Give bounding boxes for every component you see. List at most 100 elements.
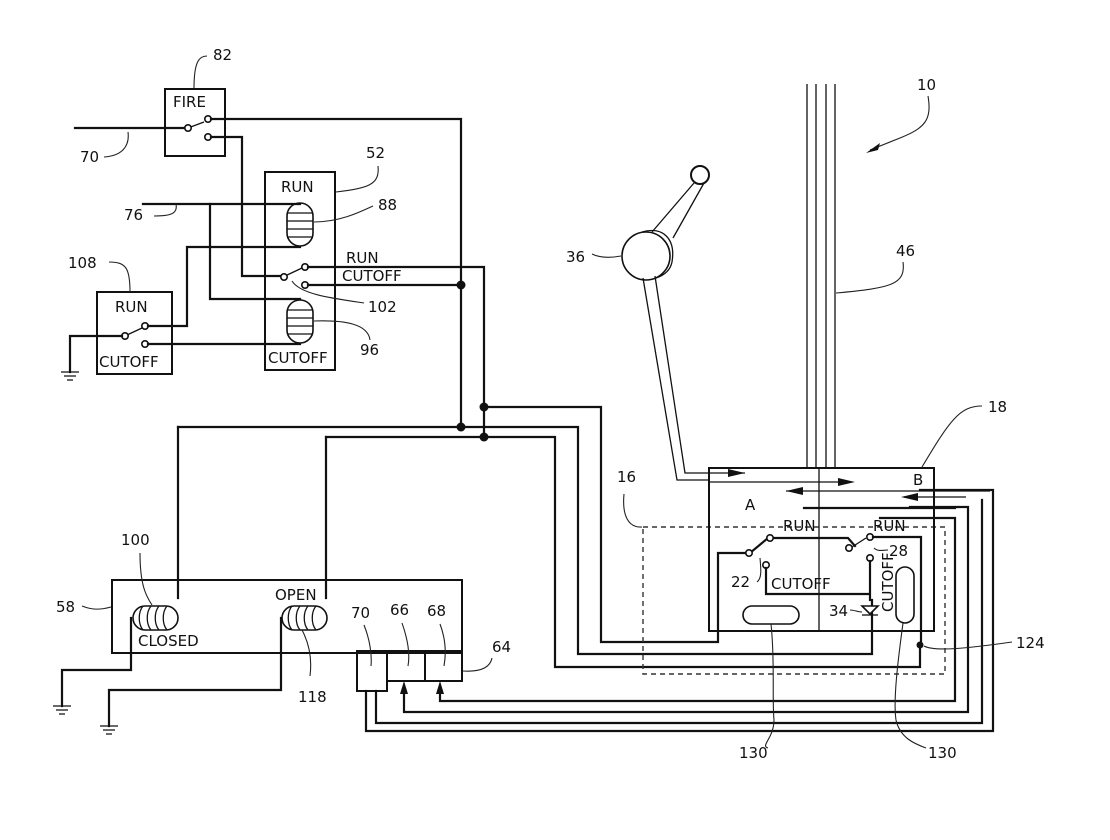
ref-108-leader bbox=[108, 261, 131, 293]
arrow-right-icon bbox=[728, 469, 745, 477]
ref-96-leader bbox=[313, 320, 371, 341]
head-run-right-label: RUN bbox=[873, 517, 906, 535]
ref-52-leader bbox=[335, 165, 379, 193]
ref-28: 28 bbox=[889, 542, 908, 560]
system-reference: 10 bbox=[866, 76, 936, 153]
run-coil-windings bbox=[287, 212, 313, 238]
wire-bus-run bbox=[482, 405, 752, 644]
ref-36: 36 bbox=[566, 248, 585, 266]
open-coil-118 bbox=[281, 605, 328, 631]
ref-34-leader bbox=[849, 609, 863, 613]
switch-cutoff-label: CUTOFF bbox=[99, 353, 159, 371]
ref-36-leader bbox=[591, 253, 622, 258]
ref-124-leader bbox=[923, 641, 1013, 650]
wire-closed-ground bbox=[60, 616, 133, 708]
ref-58: 58 bbox=[56, 598, 75, 616]
wire-108-ground bbox=[68, 334, 124, 374]
ref-terminal-70: 70 bbox=[351, 604, 370, 622]
relay-run-label: RUN bbox=[281, 178, 314, 196]
terminal-70 bbox=[356, 650, 388, 692]
arrow-left-icon bbox=[786, 487, 803, 495]
switch-28-common bbox=[844, 543, 853, 552]
wire-terminal-70-a bbox=[364, 488, 995, 733]
run-cutoff-switch-box bbox=[96, 291, 173, 375]
ref-64-leader bbox=[462, 657, 493, 672]
node-124 bbox=[916, 641, 924, 649]
switch-108-blade bbox=[126, 327, 143, 336]
ref-76-leader bbox=[153, 203, 177, 217]
ground-icon bbox=[61, 371, 79, 381]
switch-22-common bbox=[744, 548, 753, 557]
ref-130-b-leader bbox=[894, 622, 927, 749]
cable-46: 46 bbox=[806, 84, 915, 468]
fire-switch: FIRE 82 70 bbox=[73, 46, 232, 166]
diode-34 bbox=[860, 605, 880, 616]
ref-96: 96 bbox=[360, 341, 379, 359]
open-label: OPEN bbox=[275, 586, 317, 604]
relay-switch-blade bbox=[284, 267, 303, 277]
head-cutoff-vertical-label: CUTOFF bbox=[879, 552, 897, 612]
closed-coil-windings bbox=[138, 605, 168, 631]
ref-18-leader bbox=[921, 405, 983, 468]
cutoff-coil-windings bbox=[287, 309, 313, 335]
ref-68: 68 bbox=[427, 602, 446, 620]
control-lever: 36 bbox=[566, 165, 745, 481]
ref-102-leader bbox=[291, 280, 365, 304]
ref-58-leader bbox=[81, 605, 112, 610]
wire-fire-lower bbox=[209, 135, 284, 278]
switch-22-run-line bbox=[748, 536, 857, 555]
relay-box bbox=[264, 171, 336, 371]
ref-34: 34 bbox=[829, 602, 848, 620]
diode-icon bbox=[860, 605, 880, 616]
magnet-130-horizontal bbox=[742, 605, 800, 625]
ref-46-leader bbox=[835, 261, 904, 294]
cutoff-coil-96 bbox=[286, 299, 314, 344]
ref-118: 118 bbox=[298, 688, 327, 706]
terminal-66 bbox=[386, 650, 426, 682]
ref-66: 66 bbox=[390, 601, 409, 619]
ref-22: 22 bbox=[731, 573, 750, 591]
ref-100-leader bbox=[139, 552, 153, 606]
lever-cable-outer bbox=[642, 277, 709, 481]
switch-run-label: RUN bbox=[115, 298, 148, 316]
wire-open-ground bbox=[107, 616, 283, 728]
terminal-68-arrow-icon bbox=[436, 681, 444, 694]
ref-68-leader bbox=[439, 623, 446, 667]
terminal-block-64 bbox=[356, 650, 463, 692]
actuator: 58 CLOSED 100 OPEN 118 70 66 68 64 bbox=[56, 531, 511, 706]
control-head-box bbox=[708, 467, 935, 632]
run-coil-88 bbox=[286, 202, 314, 247]
magnet-130-vertical bbox=[895, 566, 915, 624]
closed-label: CLOSED bbox=[138, 632, 199, 650]
ref-82-leader bbox=[193, 55, 208, 89]
switch-22-cutoff-line bbox=[764, 566, 871, 596]
ref-16: 16 bbox=[617, 468, 636, 486]
ref-82: 82 bbox=[213, 46, 232, 64]
fire-label: FIRE bbox=[173, 93, 206, 111]
contacts-run-label: RUN bbox=[346, 249, 379, 267]
lever-knob bbox=[690, 165, 710, 185]
lever-handle bbox=[651, 182, 705, 239]
control-head: A B 18 RUN RUN CUTOFF 22 28 bbox=[708, 398, 1007, 647]
terminal-68 bbox=[424, 650, 463, 682]
run-coil-body bbox=[286, 202, 314, 247]
wire-relay-run bbox=[306, 265, 486, 439]
ref-130-b: 130 bbox=[928, 744, 957, 762]
switch-22-run-terminal bbox=[765, 533, 774, 542]
ref-102: 102 bbox=[368, 298, 397, 316]
head-a-label: A bbox=[745, 496, 756, 514]
head-b-label: B bbox=[913, 471, 923, 489]
ref-28-leader bbox=[873, 547, 889, 552]
ref-70-leader bbox=[103, 131, 129, 158]
wire-terminal-70-b bbox=[374, 498, 984, 725]
ref-22-leader bbox=[756, 557, 762, 583]
ref-52: 52 bbox=[366, 144, 385, 162]
open-coil-windings bbox=[287, 605, 317, 631]
wire-108-run-coil bbox=[146, 245, 302, 328]
ground-icon bbox=[53, 705, 71, 715]
lever-hub bbox=[621, 231, 671, 281]
ref-70: 70 bbox=[80, 148, 99, 166]
ground-icon bbox=[100, 725, 118, 735]
cutoff-coil-body bbox=[286, 299, 314, 344]
wire-bus-closed bbox=[176, 425, 874, 656]
